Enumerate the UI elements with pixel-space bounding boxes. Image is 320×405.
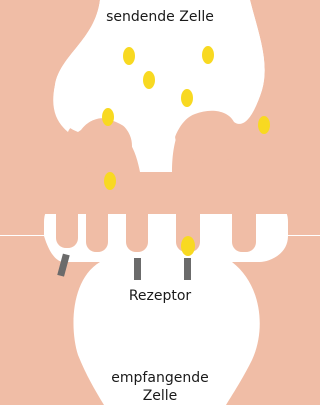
receiving-cell-label-line2: Zelle <box>90 387 230 405</box>
neurotransmitter <box>143 71 155 89</box>
receiving-cell-label: empfangende Zelle <box>90 369 230 405</box>
receptor <box>184 258 191 280</box>
neurotransmitter <box>123 47 135 65</box>
receiving-cell-label-line1: empfangende <box>90 369 230 387</box>
knob-band <box>44 196 288 214</box>
neurotransmitter <box>104 172 116 190</box>
receptor-label: Rezeptor <box>110 287 210 305</box>
neurotransmitter <box>258 116 270 134</box>
vesicle-bulge-left <box>76 118 132 174</box>
neurotransmitter <box>202 46 214 64</box>
neurotransmitter <box>102 108 114 126</box>
sending-cell-label: sendende Zelle <box>60 8 260 26</box>
neurotransmitter <box>181 236 195 256</box>
neurotransmitter <box>181 89 193 107</box>
receptor <box>134 258 141 280</box>
